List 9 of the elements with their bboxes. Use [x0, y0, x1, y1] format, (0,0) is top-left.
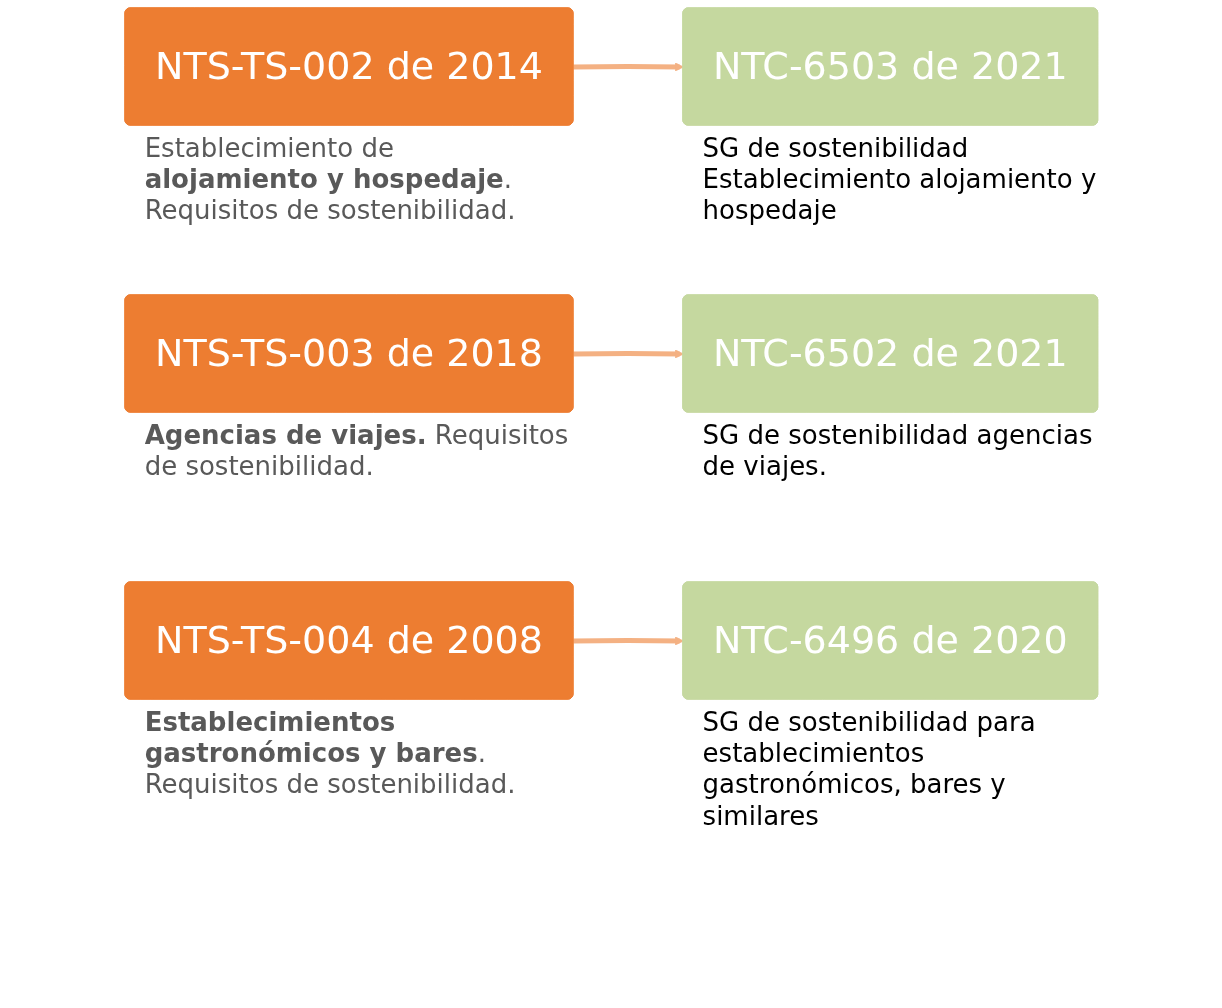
description-text: Establecimientos gastronómicos y bares. Requisitos de sostenibilidad.: [144, 707, 517, 801]
description-text: SG de sostenibilidad para establecimientos gastronómicos, bares y similares: [702, 707, 1037, 832]
description-text: Agencias de viajes. Requisitos de sostenibilidad.: [144, 420, 570, 483]
arrow: [573, 636, 684, 646]
arrow: [573, 349, 684, 359]
description-text: SG de sostenibilidad Establecimiento alojamiento y hospedaje: [702, 133, 1098, 227]
description-text: SG de sostenibilidad agencias de viajes.: [702, 420, 1094, 483]
arrow: [573, 62, 684, 72]
description-text: Establecimiento de alojamiento y hospedaje. Requisitos de sostenibilidad.: [144, 133, 517, 227]
